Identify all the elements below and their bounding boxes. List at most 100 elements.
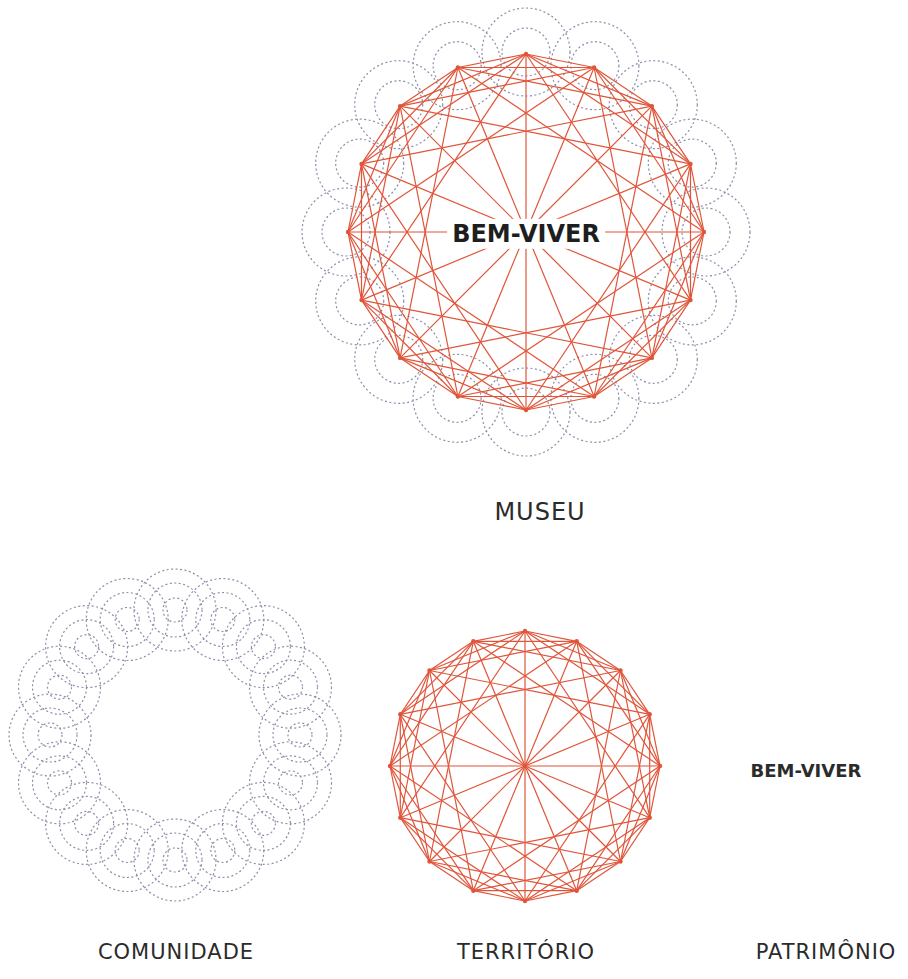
vertex-dot [650, 104, 654, 108]
dotted-circle [75, 635, 99, 659]
dotted-circle [250, 646, 332, 728]
vertex-dot [524, 408, 528, 412]
dotted-circle [9, 694, 91, 776]
vertex-dot [648, 712, 652, 716]
chord-line [362, 300, 652, 358]
chord-line [400, 300, 690, 358]
spoke-line [525, 671, 621, 767]
spoke-line [526, 232, 652, 358]
spoke-line [525, 766, 621, 862]
vertex-dot [471, 639, 475, 643]
spoke-line [525, 232, 526, 410]
chord-line [390, 641, 577, 766]
spoke-line [430, 766, 526, 862]
chord-line [458, 68, 704, 233]
vertex-dot [359, 298, 363, 302]
spoke-line [458, 232, 526, 397]
dotted-circle [259, 694, 341, 776]
spoke-line [524, 766, 525, 901]
vertex-dot [427, 668, 431, 672]
dotted-circle [115, 839, 139, 863]
dotted-circle [551, 354, 639, 442]
spoke-line [430, 671, 526, 767]
vertex-dot [592, 394, 596, 398]
dotted-circle [19, 646, 101, 728]
vertex-dot [618, 668, 622, 672]
figure-caption: MUSEU [494, 499, 585, 525]
vertex-dot [648, 816, 652, 820]
vertex-dot [523, 629, 527, 633]
spoke-line [526, 106, 652, 232]
chord-line [400, 714, 525, 901]
dotted-circle [60, 620, 114, 674]
chord-line [525, 714, 650, 901]
dotted-circle [413, 354, 501, 442]
vertex-dot [523, 899, 527, 903]
dotted-circle [279, 675, 303, 699]
dotted-circle [316, 119, 404, 207]
dotted-circle [264, 756, 318, 810]
vertex-dot [427, 859, 431, 863]
chord-line [526, 164, 691, 410]
dotted-circle [38, 723, 62, 747]
center-label: BEM-VIVER [751, 761, 862, 781]
vertex-dot [398, 712, 402, 716]
spoke-line [473, 641, 525, 766]
community-rings [302, 8, 750, 456]
dotted-circle [551, 22, 639, 110]
chord-line [400, 671, 620, 715]
dotted-circle [273, 708, 327, 762]
figure-caption: COMUNIDADE [98, 941, 254, 964]
figure-caption: PATRIMÔNIO [756, 941, 897, 964]
spoke-line [525, 54, 526, 232]
vertex-dot [650, 356, 654, 360]
spoke-line [390, 765, 525, 766]
dotted-circle [264, 660, 318, 714]
figure-group: BEM-VIVERMUSEU [300, 10, 752, 540]
dotted-circle [648, 119, 736, 207]
chord-line [400, 106, 458, 396]
chord-line [400, 106, 690, 164]
vertex-dot [702, 230, 706, 234]
spoke-line [525, 766, 577, 891]
spoke-line [400, 106, 526, 232]
spoke-line [458, 68, 526, 233]
vertex-dot [575, 639, 579, 643]
chord-line [400, 631, 525, 818]
vertex-dot [688, 162, 692, 166]
dotted-circle [48, 675, 72, 699]
spoke-line [400, 766, 525, 818]
spoke-line [400, 232, 526, 358]
dotted-circle [134, 819, 216, 901]
dotted-circle [413, 22, 501, 110]
dotted-circle [115, 608, 139, 632]
chord-line [348, 68, 594, 233]
chord-line [348, 232, 594, 397]
dotted-circle [211, 839, 235, 863]
vertex-dot [398, 104, 402, 108]
chord-line [400, 68, 458, 358]
chord-line [458, 232, 704, 397]
spoke-line [524, 631, 525, 766]
chord-line [430, 671, 650, 715]
dotted-circle [46, 606, 128, 688]
vertex-dot [688, 298, 692, 302]
spoke-line [525, 714, 650, 766]
chord-line [594, 106, 652, 396]
dotted-circle [100, 593, 154, 647]
chord-line [362, 106, 652, 164]
vertex-dot [524, 52, 528, 56]
community-rings [9, 569, 341, 901]
chord-line [473, 766, 660, 891]
dotted-circle [100, 824, 154, 878]
vertex-dot [346, 230, 350, 234]
dotted-circle [316, 257, 404, 345]
vertex-dot [592, 65, 596, 69]
chord-line [390, 766, 577, 891]
chord-line [525, 631, 650, 818]
dotted-circle [211, 608, 235, 632]
vertex-dot [575, 889, 579, 893]
vertex-dot [456, 394, 460, 398]
vertex-dot [398, 816, 402, 820]
vertex-dot [388, 764, 392, 768]
